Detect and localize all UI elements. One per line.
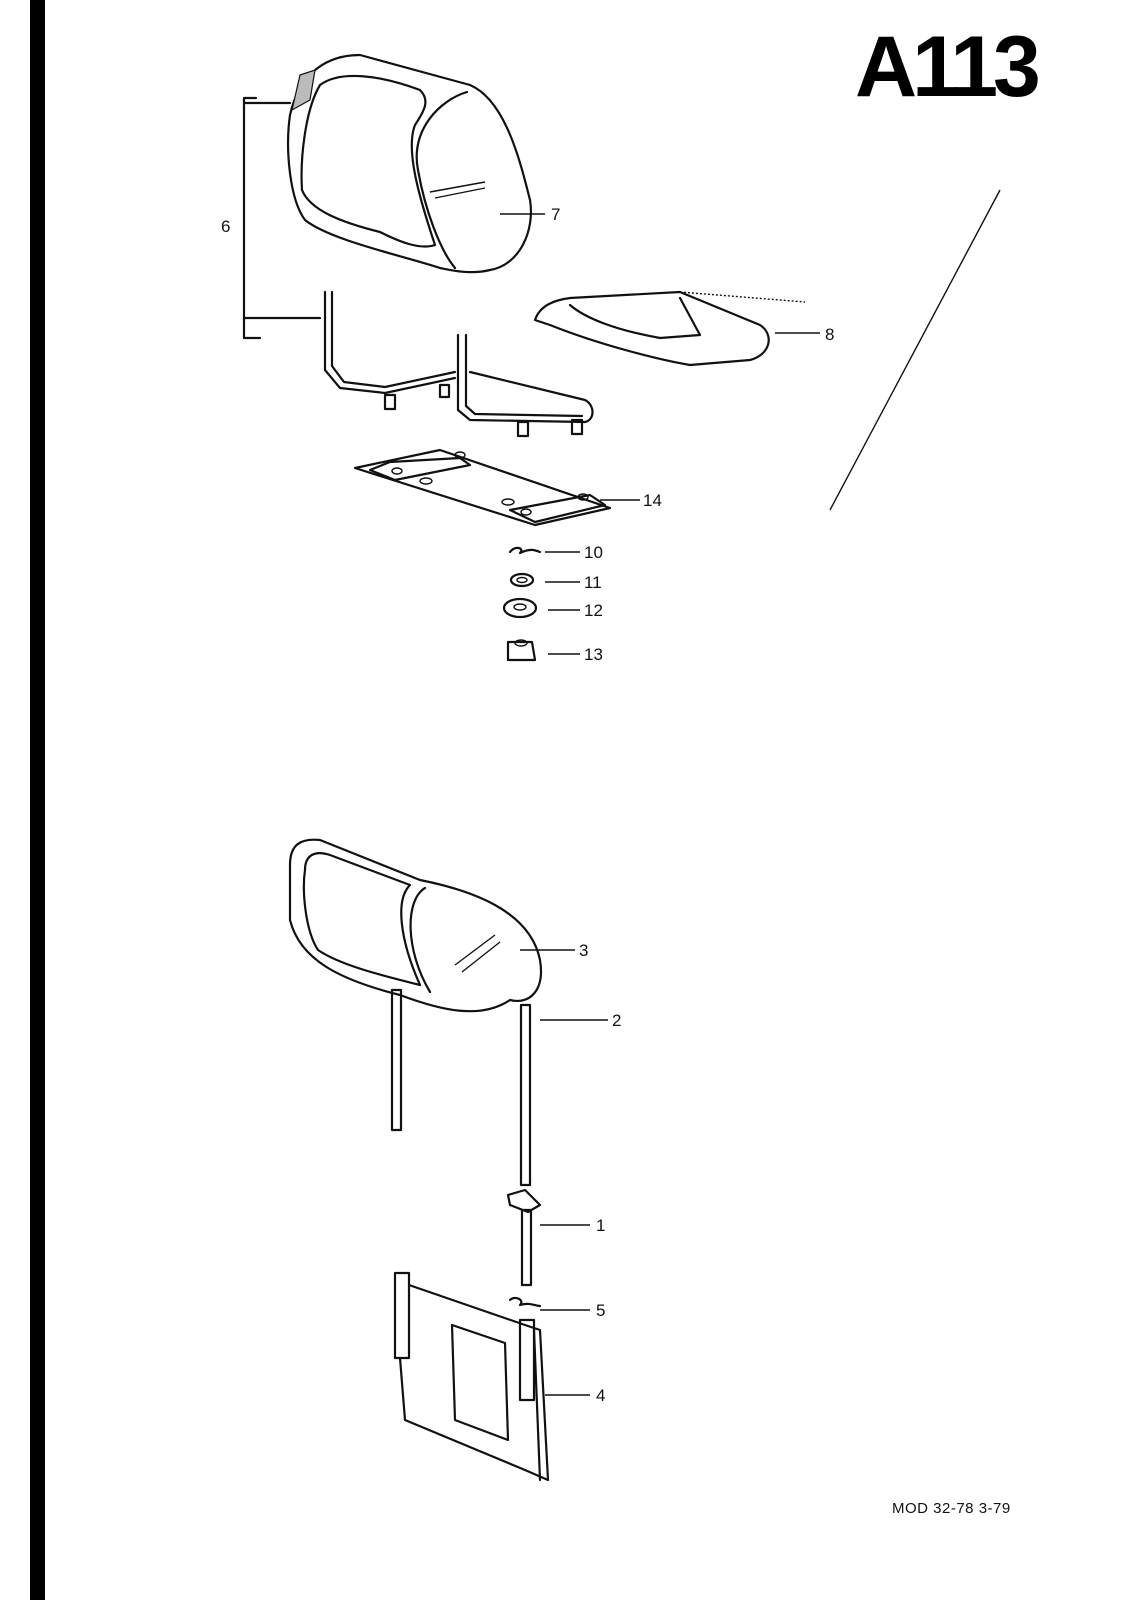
callout-6: 6: [221, 217, 230, 236]
callout-11: 11: [584, 573, 602, 592]
callout-1: 1: [596, 1216, 605, 1235]
part-5-clip: [508, 1296, 542, 1308]
part-7-headrest-cushion: [287, 53, 533, 274]
callout-3: 3: [579, 941, 588, 960]
part-2-rods: [390, 988, 532, 1187]
bracket-assembly-6: [242, 96, 322, 340]
part-4-guide-bracket: [393, 1271, 550, 1482]
callout-12: 12: [584, 601, 603, 620]
callout-5: 5: [596, 1301, 605, 1320]
callout-2: 2: [612, 1011, 621, 1030]
callout-8: 8: [825, 325, 834, 344]
headrest-frame: [323, 290, 594, 438]
part-3-headrest: [288, 838, 543, 1013]
footer-model-code: MOD 32-78 3-79: [892, 1500, 1011, 1517]
page-code: A113: [855, 19, 1041, 115]
footer-date: 3-79: [978, 1500, 1011, 1517]
callout-14: 14: [643, 491, 662, 510]
callout-10: 10: [584, 543, 603, 562]
callout-7: 7: [551, 205, 560, 224]
footer-model: MOD 32-78: [892, 1500, 975, 1517]
part-1-latch-pin: [506, 1188, 542, 1287]
scan-binding-edge: [30, 0, 45, 1600]
hardware-parts-10-13: [502, 546, 542, 662]
leader-lines: [500, 213, 820, 1396]
callout-13: 13: [584, 645, 603, 664]
part-14-base-plate: [353, 448, 612, 527]
scan-artifact-line: [829, 189, 1001, 511]
part-8-cover: [533, 290, 806, 367]
callout-4: 4: [596, 1386, 605, 1405]
